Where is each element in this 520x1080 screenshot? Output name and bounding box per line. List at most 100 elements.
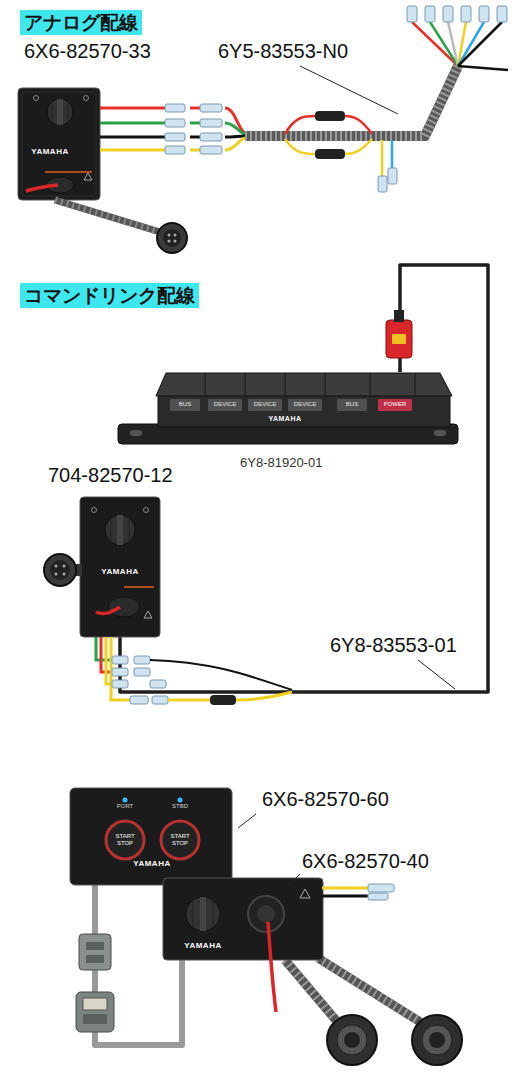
panel-wires <box>165 133 185 141</box>
power-plug <box>394 310 404 322</box>
main-harness <box>378 176 387 192</box>
gauge-cable <box>55 200 160 232</box>
start-stop-panel <box>161 821 199 859</box>
key-switch <box>26 185 58 191</box>
gauge-connector <box>63 573 66 576</box>
main-harness <box>315 149 345 159</box>
gauge-cable <box>422 1025 452 1055</box>
switch-panel <box>322 895 368 898</box>
start-stop-panel <box>106 821 144 859</box>
start-stop-panel <box>70 788 232 885</box>
gauge-cable <box>429 1032 445 1048</box>
panel-text: DEVICE <box>288 401 322 408</box>
key-switch <box>84 173 92 180</box>
part-number: 6X6-82570-60 <box>262 788 389 810</box>
part-number: 6Y8-81920-01 <box>240 456 322 470</box>
main-harness <box>388 168 397 184</box>
throttle-knob <box>84 96 89 101</box>
hub-body <box>156 373 452 396</box>
gauge-cable <box>168 234 171 237</box>
part-number: 6X6-82570-33 <box>24 40 151 62</box>
panel-body <box>18 88 100 200</box>
switch-panel <box>163 878 394 1012</box>
panel-body <box>144 611 152 618</box>
hub-body <box>205 374 415 395</box>
panel-body <box>129 518 130 542</box>
panel-text: BUS <box>337 401 367 408</box>
panel-text: YAMAHA <box>122 860 182 869</box>
panel-wires <box>165 104 185 112</box>
panel-body <box>111 518 112 542</box>
switch-panel <box>193 900 194 928</box>
panel-wires <box>200 104 222 112</box>
gauge-cable <box>55 200 187 253</box>
cable-plug <box>79 934 111 970</box>
hub-body <box>118 373 458 444</box>
panel-body <box>18 88 100 200</box>
panel-body <box>108 597 140 617</box>
hub-body <box>248 399 282 411</box>
control-panel: YAMAHA <box>18 88 100 200</box>
gauge-cable <box>157 223 187 253</box>
switch-panel <box>163 878 323 960</box>
leader-line <box>300 66 398 114</box>
key-switch <box>26 172 92 193</box>
panel-wires <box>134 656 150 664</box>
panel-wires <box>112 656 128 664</box>
cable-plug <box>86 942 104 950</box>
switch-panel <box>200 897 206 931</box>
part-number: 6X6-82570-40 <box>302 850 429 872</box>
cable-connector <box>120 265 488 692</box>
panel-text: STBD <box>165 803 195 810</box>
harness-fan-out <box>461 6 471 22</box>
panel-wires <box>96 637 292 705</box>
switch-panel <box>322 887 368 890</box>
hub-body <box>170 399 200 411</box>
panel-text: START STOP <box>112 833 138 846</box>
main-harness <box>245 66 458 136</box>
panel-wires <box>152 696 168 704</box>
panel-text: YAMAHA <box>173 942 233 951</box>
panel-wires <box>112 656 168 704</box>
main-harness <box>391 140 394 168</box>
gauge-cable <box>163 229 181 247</box>
panel-wires <box>130 696 148 704</box>
switch-panel <box>186 897 220 931</box>
section-heading: アナログ配線 <box>20 10 142 35</box>
switch-panel <box>213 900 214 928</box>
cable-plug <box>83 1014 107 1024</box>
gauge-cable <box>55 200 160 232</box>
switch-panel <box>300 889 310 898</box>
switch-panel <box>257 905 275 923</box>
hub-body <box>434 430 446 436</box>
power-plug <box>386 310 412 358</box>
control-panel: YAMAHA <box>80 497 160 637</box>
panel-wires <box>150 660 292 690</box>
gauge-cable <box>337 1025 367 1055</box>
panel-text: PORT <box>110 803 140 810</box>
harness-fan-out <box>407 6 508 70</box>
panel-body <box>144 508 149 513</box>
panel-wires <box>112 680 128 688</box>
panel-text: YAMAHA <box>258 415 312 423</box>
panel-text: DEVICE <box>248 401 282 408</box>
cable-plug <box>86 955 104 963</box>
start-stop-panel <box>123 798 128 803</box>
panel-wires <box>165 104 222 154</box>
leader-line <box>286 874 300 888</box>
main-harness <box>245 66 458 136</box>
main-harness <box>381 140 384 176</box>
panel-wires <box>165 119 185 127</box>
throttle-knob <box>68 102 69 122</box>
throttle-knob <box>34 96 89 126</box>
panel-body <box>22 92 96 196</box>
cable-plug <box>83 998 107 1010</box>
gauge-cable <box>318 958 425 1025</box>
hub-body <box>130 430 142 436</box>
switch-panel: YAMAHA <box>163 878 323 960</box>
gauge-cable <box>174 240 177 243</box>
throttle-knob <box>34 96 39 101</box>
hub-body <box>288 399 322 411</box>
panel-text: BUS <box>170 401 200 408</box>
